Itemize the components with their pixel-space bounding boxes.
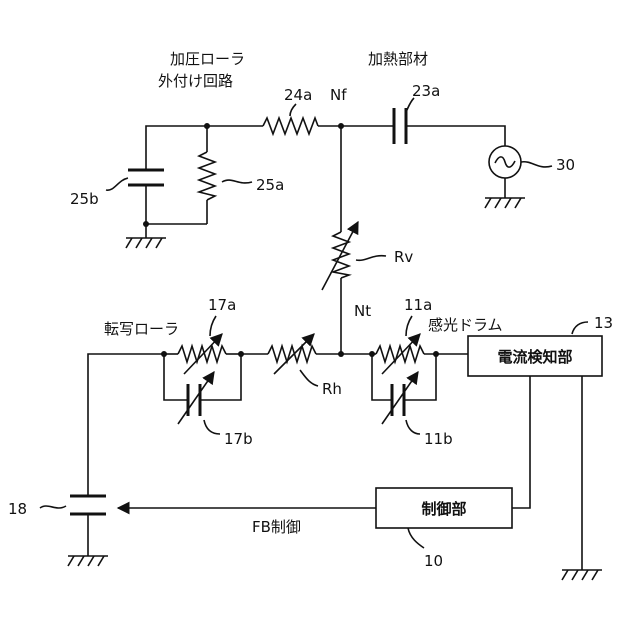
resistor-24a: [263, 118, 318, 134]
label-24a: 24a: [284, 86, 312, 104]
label-rv: Rv: [394, 248, 413, 266]
label-pressure-roller-ext-2: 外付け回路: [158, 72, 233, 90]
middle-wires: [88, 354, 468, 496]
label-photo-drum: 感光ドラム: [428, 316, 503, 334]
label-heating-member: 加熱部材: [368, 50, 428, 68]
capacitor-25b: [128, 170, 164, 185]
current-detector-label: 電流検知部: [497, 348, 572, 366]
label-25b: 25b: [70, 190, 99, 208]
resistor-25a: [199, 152, 215, 200]
junction-dots-top: [143, 123, 344, 227]
label-17b: 17b: [224, 430, 253, 448]
label-11b: 11b: [424, 430, 453, 448]
ground-icon: [126, 238, 166, 248]
variable-capacitor-17b: [178, 372, 214, 424]
control-box-label: 制御部: [421, 500, 466, 518]
variable-resistor-11a: [376, 334, 424, 374]
ac-source-icon: [489, 146, 521, 178]
label-transfer-roller: 転写ローラ: [104, 320, 179, 338]
label-25a: 25a: [256, 176, 284, 194]
dc-supply-18: [70, 496, 106, 514]
variable-resistor-rh: [268, 334, 316, 374]
capacitor-23a: [394, 108, 406, 144]
label-nf: Nf: [330, 86, 347, 104]
label-30: 30: [556, 156, 575, 174]
label-23a: 23a: [412, 82, 440, 100]
ground-icon: [485, 198, 525, 208]
label-13: 13: [594, 314, 613, 332]
variable-resistor-17a: [178, 334, 226, 374]
bottom-wires: [88, 376, 582, 570]
label-18: 18: [8, 500, 27, 518]
label-fb-control: FB制御: [252, 518, 301, 536]
label-nt: Nt: [354, 302, 371, 320]
label-17a: 17a: [208, 296, 236, 314]
variable-capacitor-11b: [382, 372, 418, 424]
ground-icon: [68, 556, 108, 566]
label-pressure-roller-ext-1: 加圧ローラ: [170, 50, 245, 68]
label-11a: 11a: [404, 296, 432, 314]
label-10: 10: [424, 552, 443, 570]
variable-resistor-rv: [322, 222, 358, 290]
ground-icon: [562, 570, 602, 580]
label-rh: Rh: [322, 380, 342, 398]
